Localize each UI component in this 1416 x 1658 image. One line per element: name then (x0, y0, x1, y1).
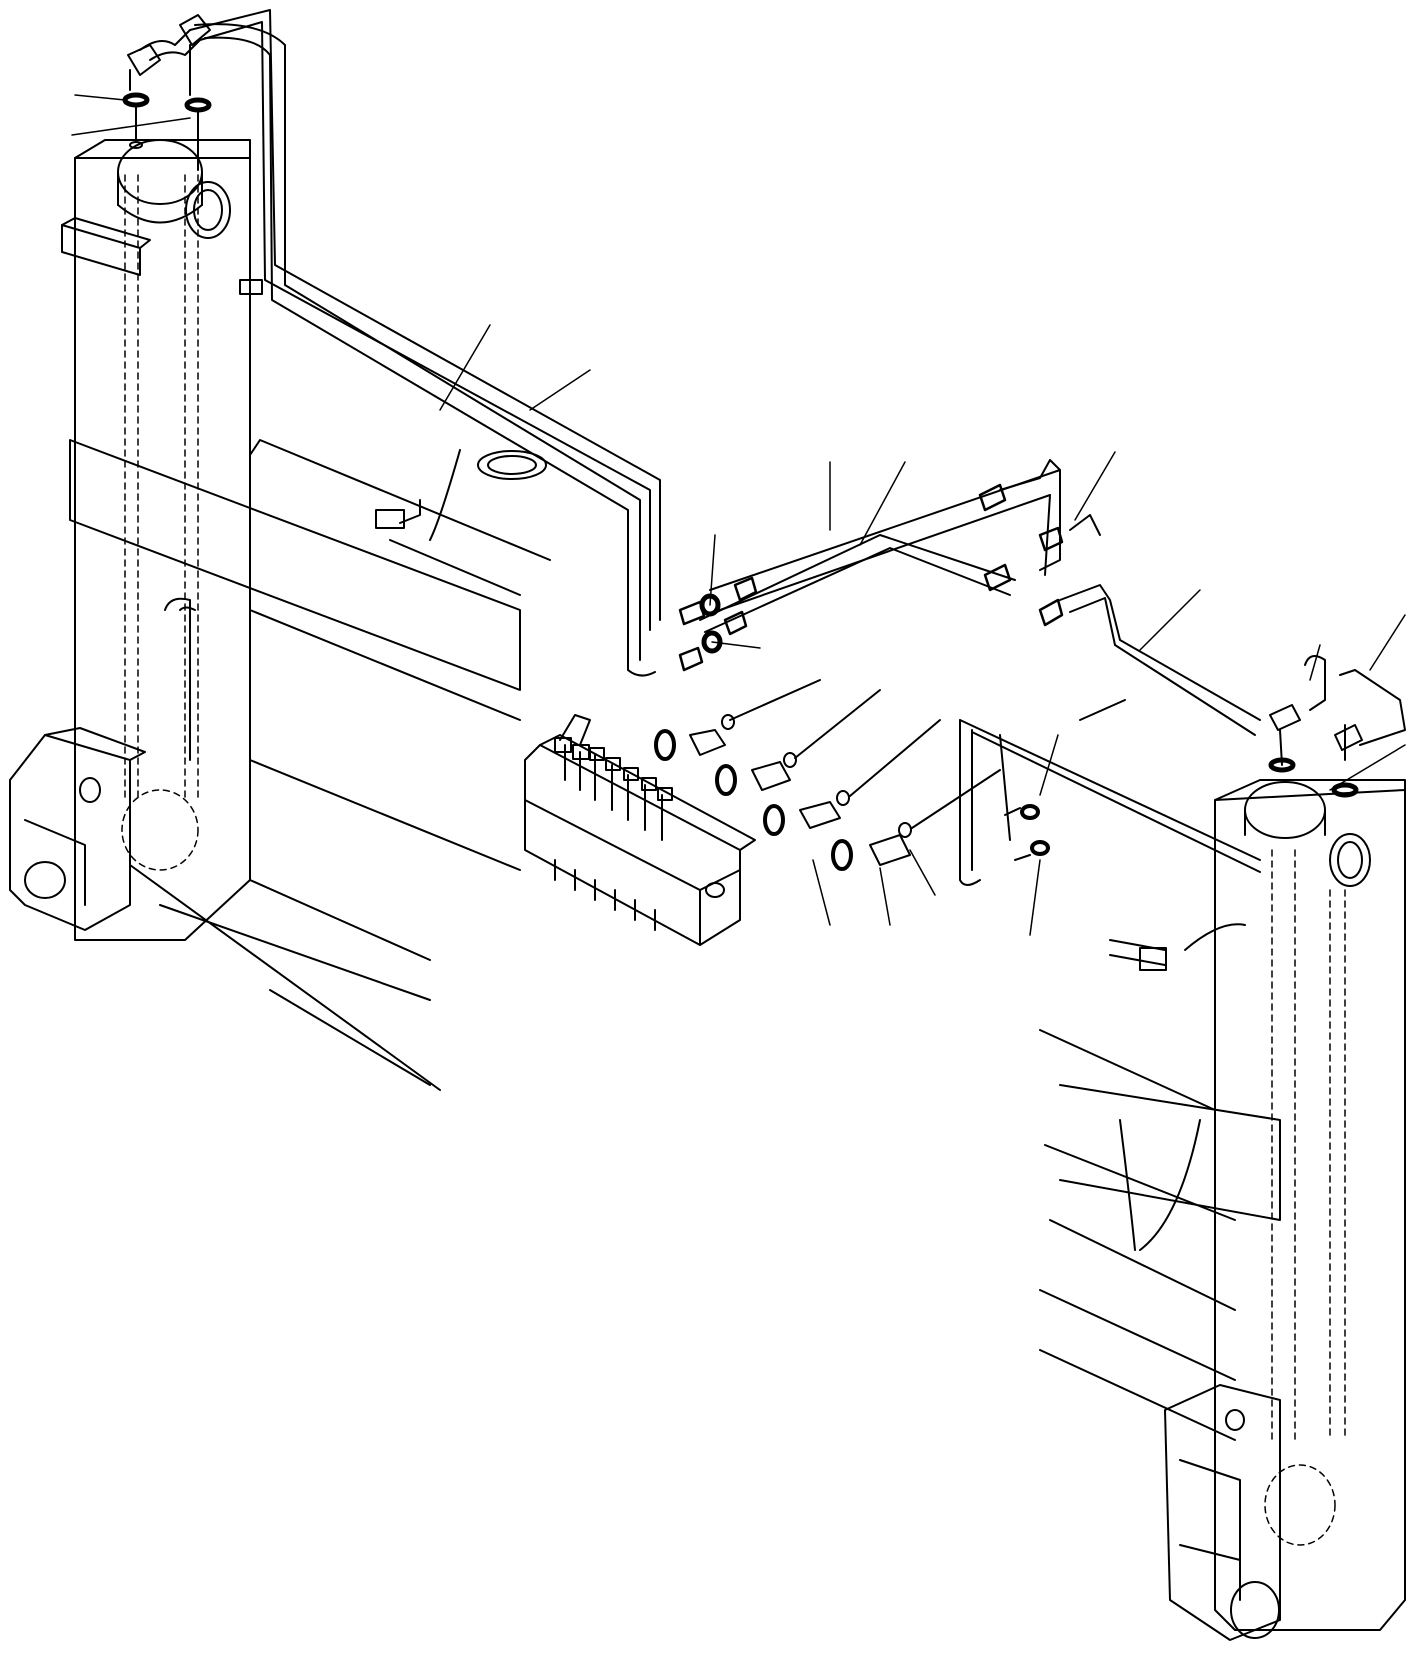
control-valve-block (524, 714, 756, 946)
right-mast-column (1164, 614, 1406, 1641)
connector-row-4 (812, 769, 1001, 926)
connector-row-2 (715, 689, 881, 796)
connector-row-3 (763, 719, 941, 836)
center-pipes (71, 94, 1261, 736)
connector-set (654, 679, 1001, 926)
right-cross-beam (1039, 923, 1281, 1441)
right-pipe-loop (959, 699, 1261, 936)
top-hydraulic-pipes (122, 9, 661, 677)
left-mast-column (9, 139, 251, 941)
cross-frame (69, 279, 551, 1091)
connector-row-1 (654, 679, 821, 761)
